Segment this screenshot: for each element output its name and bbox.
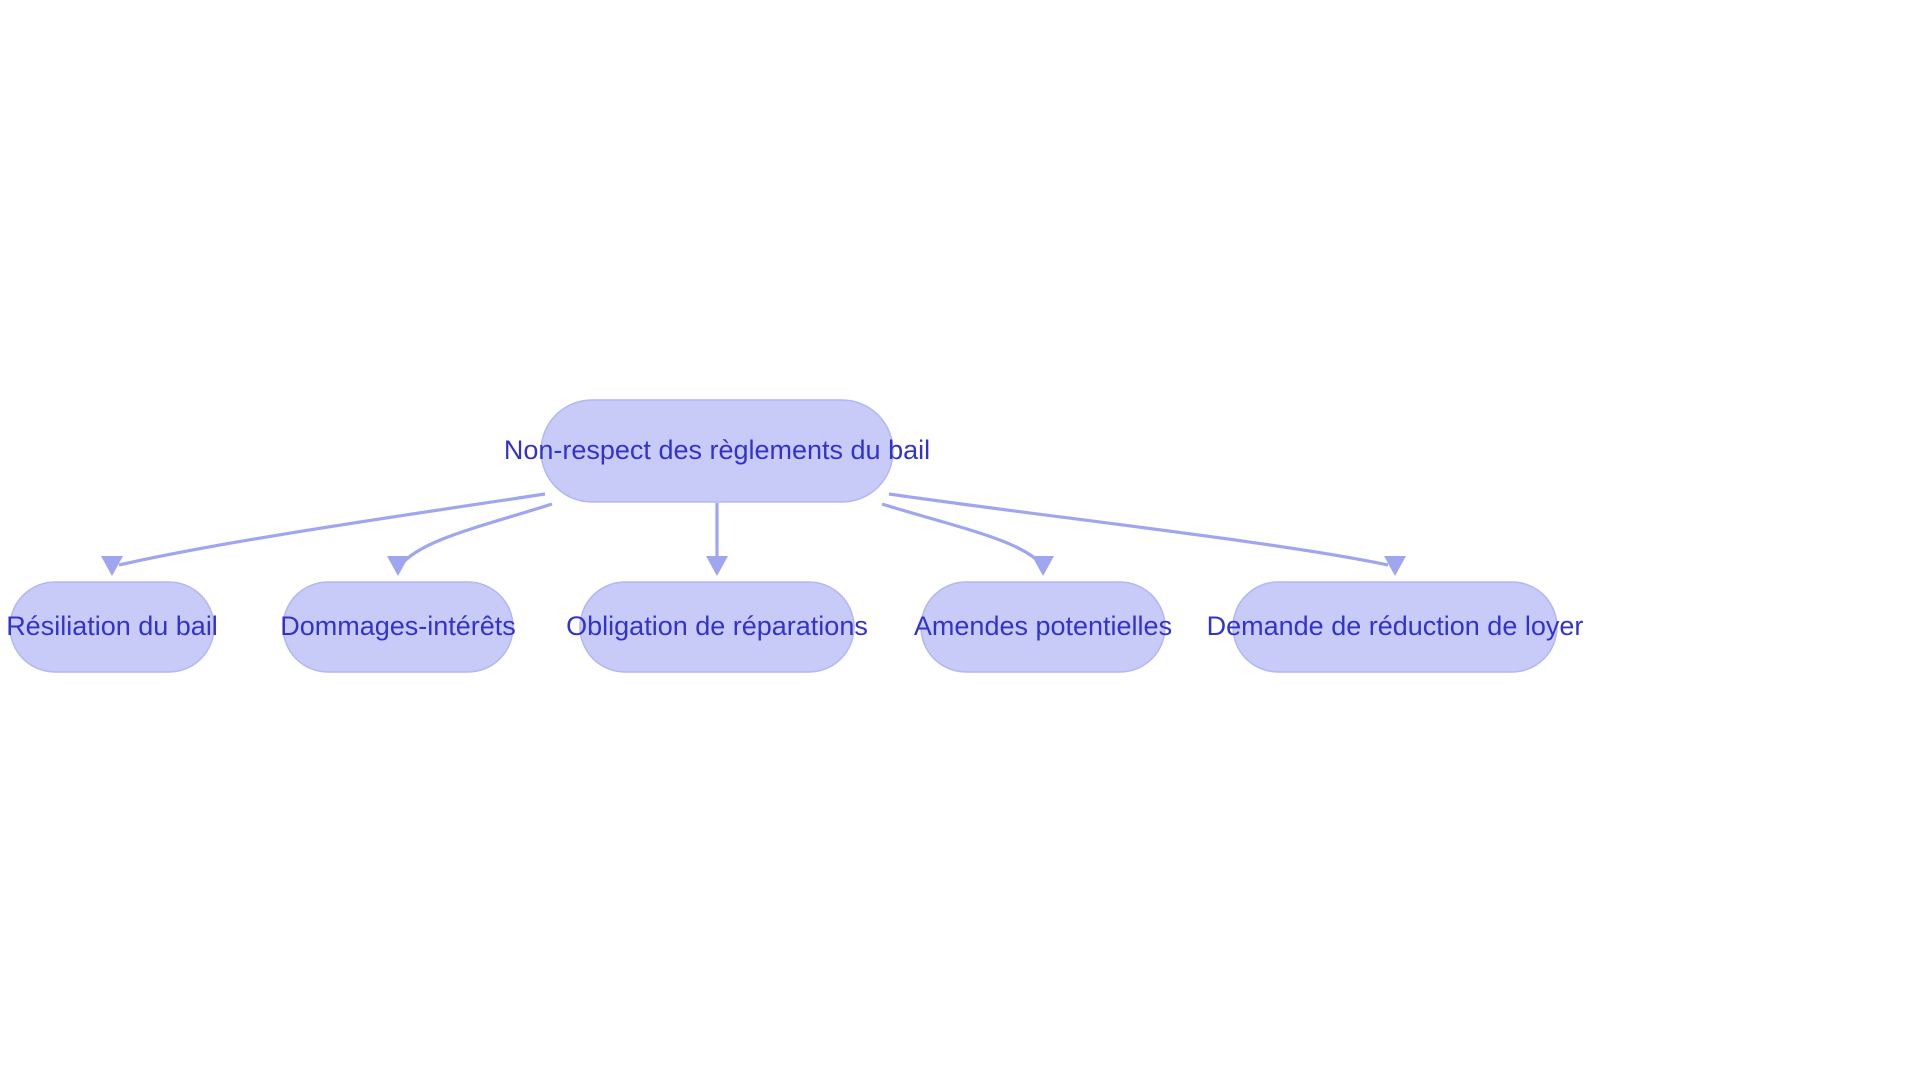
flow-node-child[interactable]: Obligation de réparations	[566, 581, 868, 673]
flow-edge	[387, 502, 553, 576]
flow-edge	[888, 492, 1406, 576]
arrowhead-icon	[1032, 556, 1054, 576]
flow-edge	[881, 502, 1054, 576]
arrowhead-icon	[706, 556, 728, 576]
node-label: Amendes potentielles	[914, 611, 1172, 641]
flow-node-child[interactable]: Demande de réduction de loyer	[1207, 581, 1584, 673]
node-shape[interactable]	[920, 581, 1166, 673]
node-label: Demande de réduction de loyer	[1207, 611, 1584, 641]
node-label: Non-respect des règlements du bail	[504, 435, 930, 465]
edge-line	[398, 502, 553, 567]
edge-line	[888, 492, 1389, 567]
node-shape[interactable]	[282, 581, 514, 673]
node-shape[interactable]	[540, 399, 894, 503]
edge-line	[118, 492, 546, 567]
edge-line	[881, 502, 1045, 568]
node-shape[interactable]	[9, 581, 215, 673]
arrowhead-icon	[1384, 556, 1406, 576]
node-shape[interactable]	[579, 581, 855, 673]
flow-node-root[interactable]: Non-respect des règlements du bail	[504, 399, 930, 503]
arrowhead-icon	[101, 556, 123, 576]
flow-edge	[101, 492, 546, 576]
flow-node-child[interactable]: Dommages-intérêts	[280, 581, 516, 673]
flow-node-child[interactable]: Amendes potentielles	[914, 581, 1172, 673]
node-label: Obligation de réparations	[566, 611, 868, 641]
node-label: Résiliation du bail	[6, 611, 218, 641]
flow-edge	[706, 503, 728, 576]
flow-node-child[interactable]: Résiliation du bail	[6, 581, 218, 673]
edge-layer	[101, 492, 1406, 576]
node-layer: Non-respect des règlements du bailRésili…	[6, 399, 1584, 673]
node-label: Dommages-intérêts	[280, 611, 516, 641]
node-shape[interactable]	[1232, 581, 1558, 673]
arrowhead-icon	[387, 556, 409, 576]
